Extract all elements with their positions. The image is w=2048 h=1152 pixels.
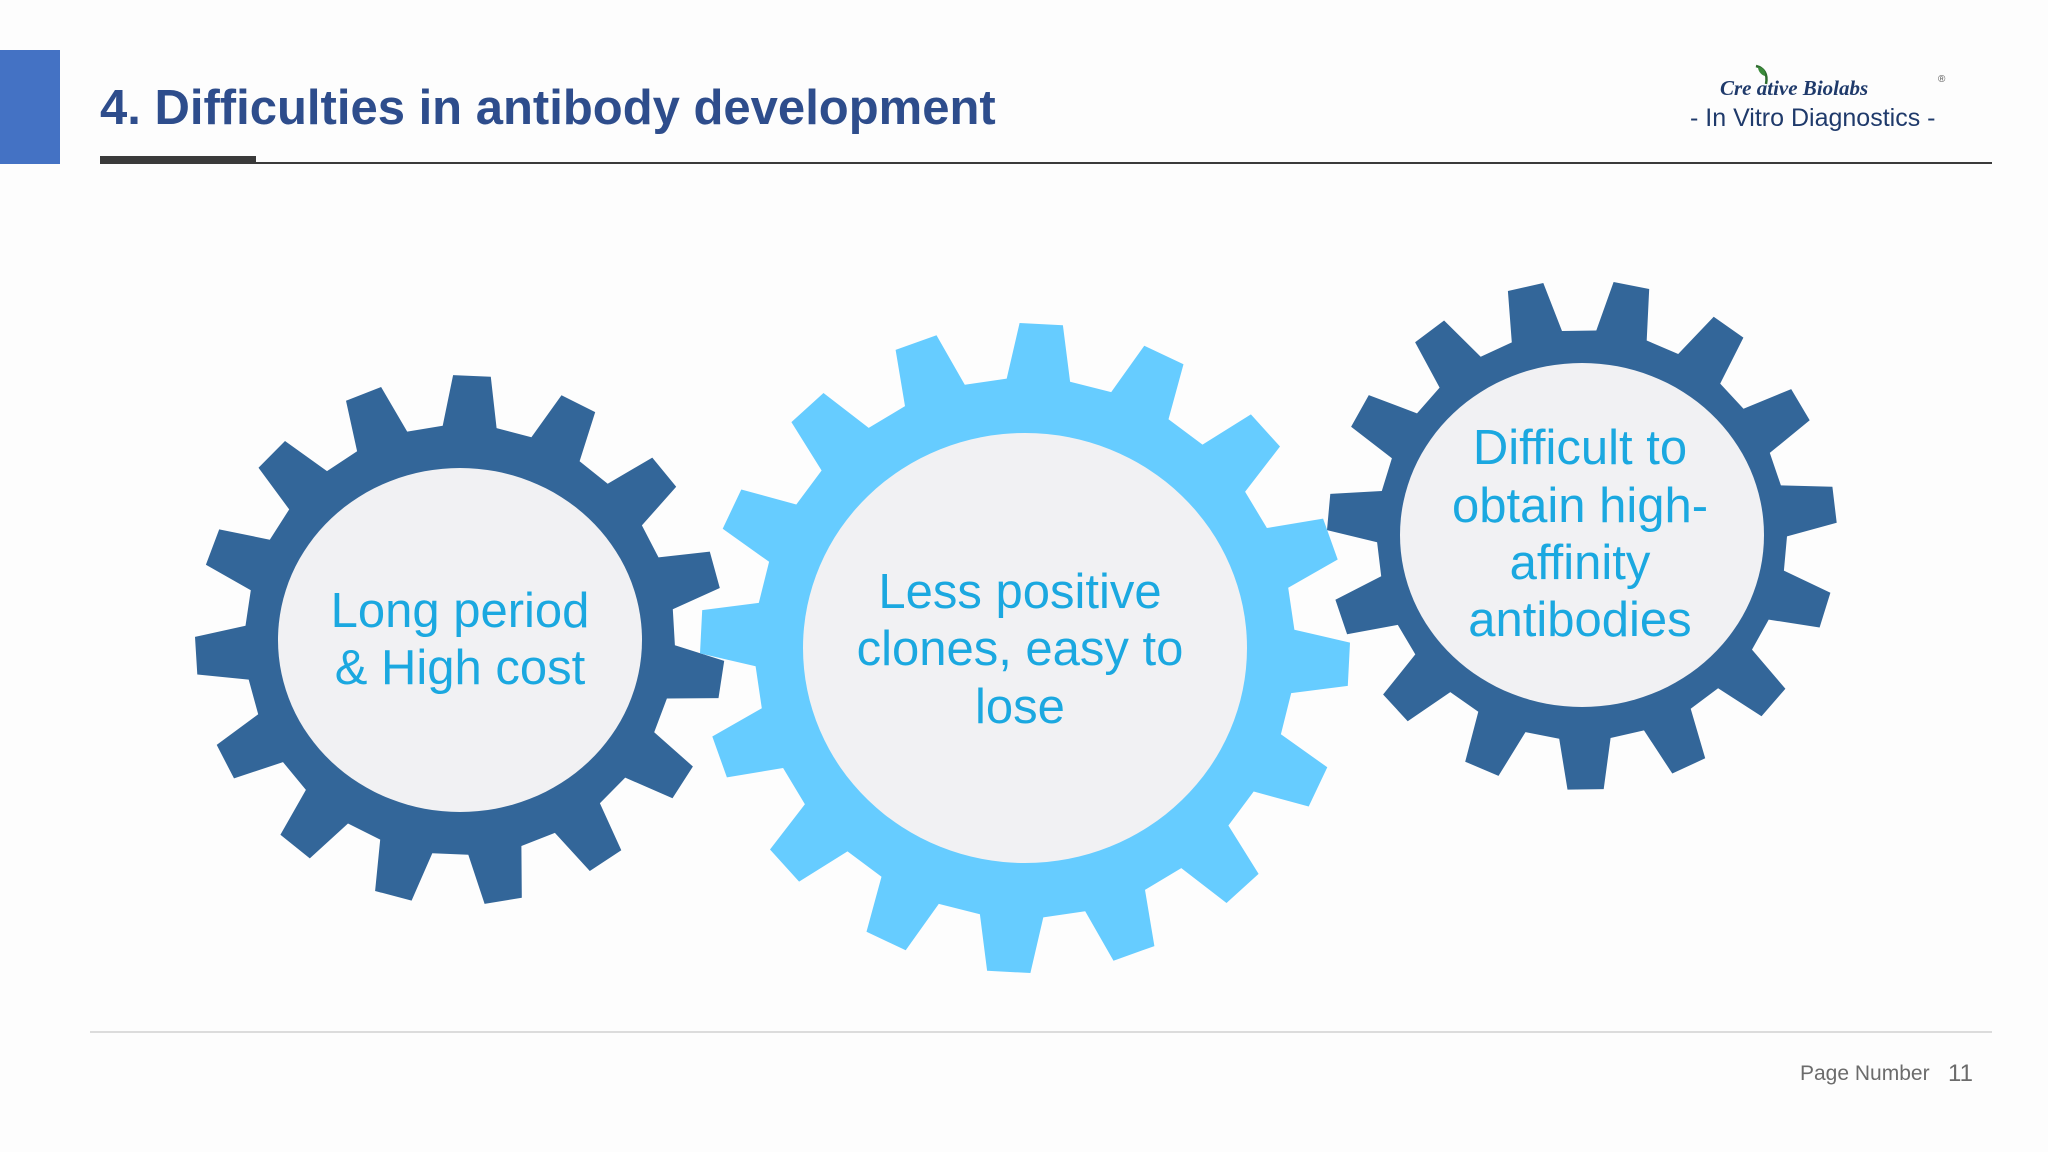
gear-label-positive-clones: Less positive clones, easy to lose: [820, 500, 1220, 800]
page-number-label: Page Number: [1800, 1062, 1930, 1085]
leaf-icon: [1755, 64, 1768, 85]
gear-center: [1400, 363, 1764, 707]
gear-label-line: Long period: [330, 583, 590, 638]
accent-bar: [0, 50, 60, 164]
gear-positive-clones: [700, 323, 1350, 973]
gear-label-line: clones, easy to: [856, 622, 1184, 677]
gear-label-line: affinity: [1509, 536, 1651, 590]
gear-label-line: & High cost: [334, 641, 586, 695]
gear-label-line: Less positive: [878, 565, 1162, 619]
gear-center: [803, 433, 1247, 863]
gear-label-long-period: Long period & High cost: [290, 500, 630, 780]
footer-rule: [90, 1031, 1992, 1033]
logo-name: Cre ative Biolabs: [1720, 76, 1869, 100]
gear-long-period: [195, 375, 725, 904]
gear-center: [278, 468, 642, 812]
gear-label-line: obtain high-: [1451, 478, 1709, 533]
gear-label-line: lose: [975, 679, 1065, 734]
slide-title: 4. Difficulties in antibody development: [100, 81, 996, 135]
gear-label-high-affinity: Difficult to obtain high- affinity antib…: [1410, 390, 1750, 680]
gear-label-line: Difficult to: [1472, 421, 1688, 476]
gear-high-affinity: [1327, 282, 1837, 790]
title-underline: [100, 162, 1992, 164]
title-underline-accent: [100, 156, 256, 164]
registered-mark: ®: [1938, 74, 1946, 85]
page-number: 11: [1948, 1060, 1973, 1087]
gear-label-line: antibodies: [1468, 593, 1692, 648]
company-logo: Cre ative Biolabs ® - In Vitro Diagnosti…: [1690, 64, 1960, 134]
logo-subtitle: - In Vitro Diagnostics -: [1690, 104, 1936, 132]
